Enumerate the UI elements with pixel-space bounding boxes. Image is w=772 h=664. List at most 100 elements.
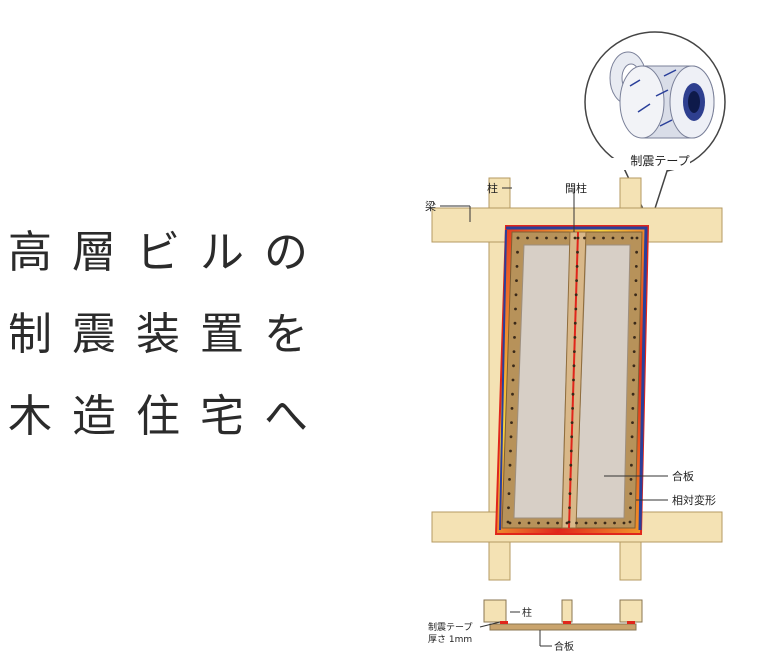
nail-dot xyxy=(508,521,512,525)
nail-dot xyxy=(576,250,579,254)
nail-dot xyxy=(630,463,633,467)
nail-dot xyxy=(628,520,632,524)
headline-line-3: 木造住宅へ xyxy=(8,391,328,442)
nail-dot xyxy=(507,506,510,510)
nail-dot xyxy=(568,506,571,510)
headline: 高層ビルの 制震装置を 木造住宅へ xyxy=(8,212,328,458)
nail-dot xyxy=(554,236,558,240)
nail-dot xyxy=(511,392,514,396)
section-plywood xyxy=(489,623,637,631)
plywood-left xyxy=(513,244,571,519)
nail-dot xyxy=(572,364,576,368)
cross-section: 柱 制震テープ 厚さ 1mm 合板 xyxy=(428,599,643,653)
nail-dot xyxy=(573,336,577,339)
nail-dot xyxy=(631,421,634,424)
tape-callout: 制震テープ xyxy=(584,31,726,227)
section-column-right xyxy=(619,599,643,623)
nail-dot xyxy=(572,378,575,382)
nail-dot xyxy=(629,478,633,481)
nail-dot xyxy=(571,407,574,410)
nail-dot xyxy=(629,492,633,495)
label-relative-deformation: 相対変形 xyxy=(672,493,716,507)
nail-dot xyxy=(515,279,518,282)
nail-dot xyxy=(633,336,636,339)
nail-dot xyxy=(611,236,615,240)
leader-lines xyxy=(440,187,668,501)
nail-dot xyxy=(634,293,637,297)
nail-dot xyxy=(507,492,511,495)
section-column-left xyxy=(483,599,507,623)
nail-dot xyxy=(571,392,575,396)
label-beam: 梁 xyxy=(425,199,436,213)
headline-line-1: 高層ビルの xyxy=(8,227,328,278)
nail-dot xyxy=(630,236,634,240)
nail-dot xyxy=(574,293,578,297)
nail-dot xyxy=(575,279,578,282)
nail-dot xyxy=(509,435,513,439)
nail-dot xyxy=(565,521,569,525)
nail-dot xyxy=(569,478,572,481)
nail-dot xyxy=(634,265,638,268)
nail-dot xyxy=(575,265,579,268)
nail-dot xyxy=(556,521,559,525)
nail-dot xyxy=(573,236,577,240)
nail-dot xyxy=(537,521,540,525)
nail-dot xyxy=(583,236,586,240)
nail-dots xyxy=(506,236,639,525)
nail-dot xyxy=(569,449,573,453)
label-column: 柱 xyxy=(487,181,498,195)
nail-dot xyxy=(632,378,635,382)
nail-dot xyxy=(629,506,632,510)
nail-dot xyxy=(602,236,605,240)
nail-dot xyxy=(564,236,567,240)
nail-dot xyxy=(527,521,531,525)
nail-dot xyxy=(633,321,637,325)
nail-dot xyxy=(575,521,578,525)
nail-dot xyxy=(545,236,548,240)
nail-dot xyxy=(621,236,624,240)
plywood-panels xyxy=(513,244,631,519)
nail-dot xyxy=(633,307,637,311)
nail-dot xyxy=(570,435,574,439)
nail-dot xyxy=(574,307,578,311)
nail-dot xyxy=(630,449,634,453)
nail-dot xyxy=(635,250,638,254)
nail-dot xyxy=(535,236,539,240)
nail-dot xyxy=(622,521,626,525)
nail-dot xyxy=(594,521,597,525)
nail-dot xyxy=(508,478,511,481)
nail-dot xyxy=(512,350,516,353)
nail-dot xyxy=(546,521,550,525)
section-label-plywood: 合板 xyxy=(554,640,574,653)
section-label-column: 柱 xyxy=(522,606,532,619)
nail-dot xyxy=(635,236,639,240)
nail-dot xyxy=(632,350,636,353)
tape-roll-icon xyxy=(609,51,715,139)
label-plywood: 合板 xyxy=(672,469,694,483)
nail-dot xyxy=(613,521,616,525)
tape-outline xyxy=(506,226,648,531)
nail-dot xyxy=(573,321,577,325)
nail-dot xyxy=(515,265,519,268)
nail-dot xyxy=(513,321,517,325)
nail-dot xyxy=(568,492,572,495)
nail-dot xyxy=(576,236,580,240)
nail-dot xyxy=(631,392,635,396)
section-label-thickness: 厚さ 1mm xyxy=(428,634,472,645)
nail-dot xyxy=(634,279,638,282)
section-stud xyxy=(561,599,573,623)
nail-dot xyxy=(569,463,573,467)
nail-dot xyxy=(573,350,576,353)
nail-dot xyxy=(516,250,519,254)
nail-dot xyxy=(631,407,635,410)
nail-dot xyxy=(514,307,517,311)
nail-dot xyxy=(512,364,515,368)
nail-dot xyxy=(518,521,521,525)
tape-callout-label: 制震テープ xyxy=(630,154,689,168)
nail-dot xyxy=(508,463,512,467)
nail-dot xyxy=(570,421,574,424)
nail-dot xyxy=(509,449,512,453)
nail-dot xyxy=(510,421,513,424)
nail-dot xyxy=(603,521,607,525)
